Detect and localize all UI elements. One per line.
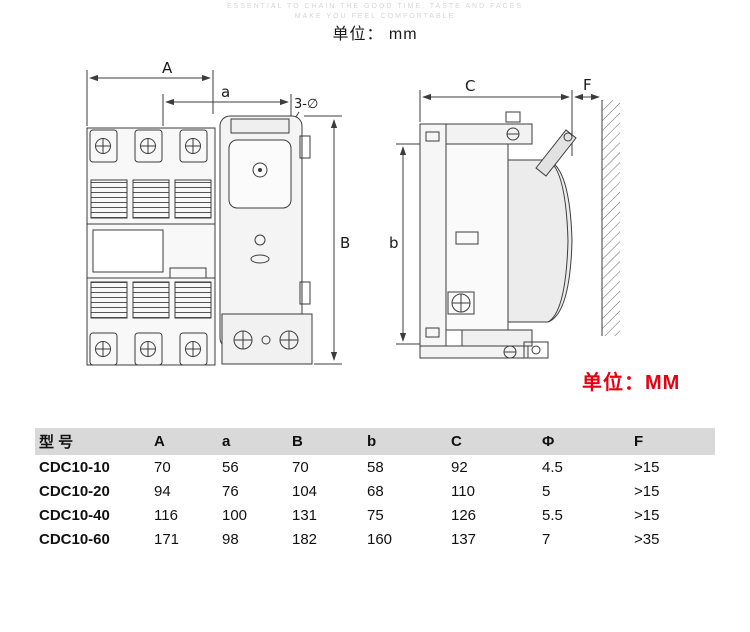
- dim-label-b: b: [389, 234, 399, 252]
- table-cell: 58: [367, 458, 384, 476]
- dim-label-a: a: [221, 83, 230, 101]
- table-cell: 68: [367, 482, 384, 500]
- table-cell: 5.5: [542, 506, 563, 524]
- table-cell: 160: [367, 530, 393, 548]
- dim-C: [419, 90, 573, 156]
- dim-B: [304, 115, 342, 365]
- table-cell: >35: [634, 530, 660, 548]
- watermark: ESSENTIAL TO CHAIN THE GOOD TIME, TASTE …: [0, 2, 750, 22]
- table-cell: 110: [451, 482, 475, 500]
- table-row: CDC10-10 70 56 70 58 92 4.5 >15: [35, 455, 715, 479]
- table-cell: 182: [292, 530, 318, 548]
- table-cell-model: CDC10-20: [39, 482, 110, 500]
- front-view: A a 3-∅: [86, 59, 350, 366]
- table-row: CDC10-60 171 98 182 160 137 7 >35: [35, 527, 715, 551]
- table-cell: 76: [222, 482, 239, 500]
- watermark-line1: ESSENTIAL TO CHAIN THE GOOD TIME, TASTE …: [226, 3, 524, 10]
- table-cell: >15: [634, 482, 660, 500]
- dim-A: [86, 70, 214, 126]
- table-cell: 70: [154, 458, 171, 476]
- dim-b: [396, 143, 422, 345]
- table-cell: 75: [367, 506, 384, 524]
- table-cell: 92: [451, 458, 468, 476]
- col-header-b: b: [363, 428, 447, 455]
- dim-label-A: A: [162, 59, 173, 77]
- table-cell: >15: [634, 458, 660, 476]
- col-header-C: C: [447, 428, 538, 455]
- dim-label-C: C: [465, 77, 475, 95]
- table-cell: 70: [292, 458, 309, 476]
- table-cell: 5: [542, 482, 551, 500]
- table-cell: >15: [634, 506, 660, 524]
- dim-label-F: F: [583, 76, 592, 94]
- col-header-A: A: [150, 428, 218, 455]
- front-left-body: [86, 127, 216, 366]
- col-header-B: B: [288, 428, 363, 455]
- table-row: CDC10-20 94 76 104 68 110 5 >15: [35, 479, 715, 503]
- holes-label: 3-∅: [294, 97, 318, 112]
- table-cell: 94: [154, 482, 171, 500]
- table-cell: 137: [451, 530, 477, 548]
- table-cell: 131: [292, 506, 318, 524]
- table-cell: 104: [292, 482, 318, 500]
- watermark-line2: MAKE YOU FEEL COMFORTABLE: [294, 13, 456, 20]
- table-cell: 126: [451, 506, 477, 524]
- table-cell-model: CDC10-10: [39, 458, 110, 476]
- table-cell: 100: [222, 506, 248, 524]
- table-cell-model: CDC10-60: [39, 530, 110, 548]
- unit-label-red: 单位：MM: [582, 372, 681, 394]
- front-magnet-body: [219, 115, 313, 365]
- dim-label-B: B: [340, 234, 350, 252]
- table-cell: 171: [154, 530, 180, 548]
- wall-hatch: [601, 100, 620, 336]
- col-header-phi: Φ: [538, 428, 630, 455]
- table-row: CDC10-40 116 100 131 75 126 5.5 >15: [35, 503, 715, 527]
- table-cell: 56: [222, 458, 239, 476]
- table-cell: 116: [154, 506, 178, 524]
- table-header-row: 型 号 A a B b C Φ F: [35, 428, 715, 455]
- table-cell-model: CDC10-40: [39, 506, 110, 524]
- col-header-a: a: [218, 428, 288, 455]
- dimension-table: 型 号 A a B b C Φ F CDC10-10 70 56 70 58 9…: [35, 428, 715, 551]
- table-cell: 98: [222, 530, 239, 548]
- table-cell: 4.5: [542, 458, 563, 476]
- side-view: C F b: [389, 76, 620, 359]
- side-body: [419, 111, 577, 359]
- col-header-F: F: [630, 428, 715, 455]
- technical-drawing: A a 3-∅: [86, 59, 620, 366]
- col-header-model: 型 号: [35, 428, 150, 455]
- unit-label-top: 单位： mm: [332, 26, 418, 43]
- table-cell: 7: [542, 530, 551, 548]
